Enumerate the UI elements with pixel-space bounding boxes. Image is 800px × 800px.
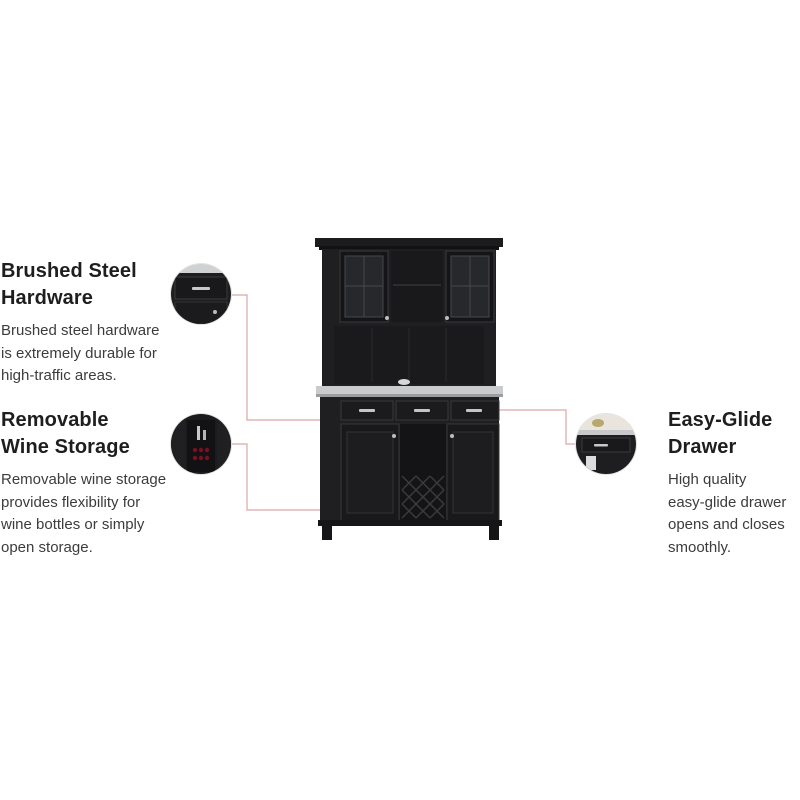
feature-description-line: provides flexibility for xyxy=(1,493,141,511)
feature-description-line: High quality xyxy=(668,471,747,488)
feature-description-line: Brushed steel hardware xyxy=(1,322,160,339)
hutch-cabinet xyxy=(315,238,503,540)
feature-description-line: is extremely durable for xyxy=(1,344,157,362)
feature-description: Brushed steel hardware is extremely dura… xyxy=(1,320,186,388)
feature-brushed-steel-hardware: Brushed Steel Hardware Brushed steel har… xyxy=(1,258,186,388)
feature-description-line: opens and closes xyxy=(668,516,785,533)
feature-description-line: wine bottles or simply xyxy=(1,516,145,533)
feature-title: Easy-Glide Drawer xyxy=(668,407,800,461)
hardware-detail-thumbnail xyxy=(171,264,231,324)
feature-title-line: Brushed Steel xyxy=(1,260,137,282)
feature-description-line: open storage. xyxy=(1,538,93,556)
callout-line-drawer xyxy=(460,409,576,445)
feature-description-line: high-traffic areas. xyxy=(1,367,117,384)
feature-easy-glide-drawer: Easy-Glide Drawer High quality easy-glid… xyxy=(668,407,800,559)
feature-description-line: easy-glide drawer xyxy=(668,493,787,511)
feature-removable-wine-storage: Removable Wine Storage Removable wine st… xyxy=(1,407,186,559)
feature-description: High quality easy-glide drawer opens and… xyxy=(668,469,800,559)
wine-storage-detail-thumbnail xyxy=(171,414,231,474)
feature-title-line: Removable xyxy=(1,409,109,431)
feature-description-line: Removable wine storage xyxy=(1,471,167,488)
feature-title: Brushed Steel Hardware xyxy=(1,258,186,312)
callout-line-hardware xyxy=(231,294,337,421)
feature-title-line: Wine Storage xyxy=(1,436,130,458)
feature-description-line: smoothly. xyxy=(668,538,732,556)
drawer-detail-thumbnail xyxy=(576,414,636,474)
feature-title-line: Drawer xyxy=(668,436,737,458)
feature-title-line: Easy-Glide xyxy=(668,409,773,431)
feature-title: Removable Wine Storage xyxy=(1,407,186,461)
feature-title-line: Hardware xyxy=(1,287,93,309)
feature-description: Removable wine storage provides flexibil… xyxy=(1,469,186,559)
